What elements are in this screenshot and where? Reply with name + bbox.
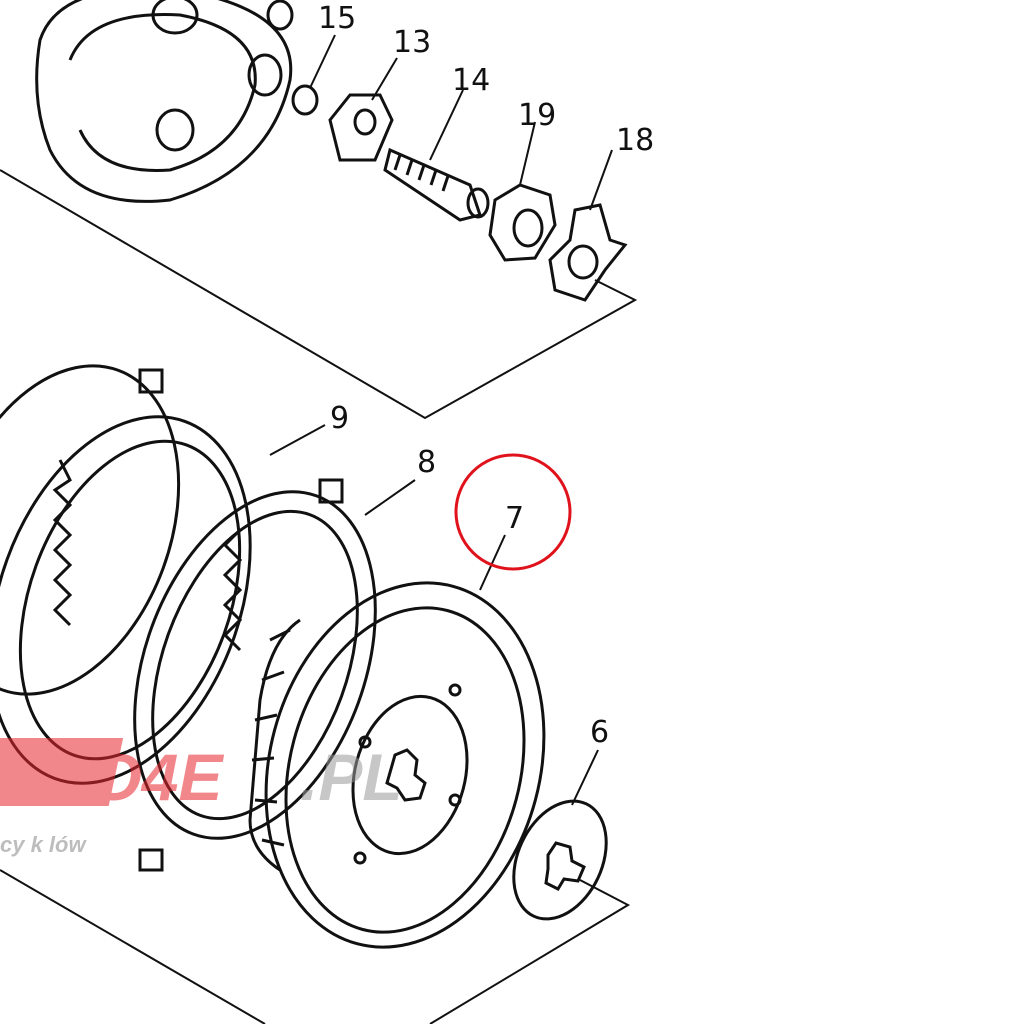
primary-driven-gear-part-7 [248, 581, 546, 949]
nut-part-13 [328, 93, 394, 162]
callout-8: 8 [417, 445, 436, 480]
callout-13: 13 [393, 25, 431, 60]
callout-19: 19 [518, 98, 556, 133]
adjusting-screw-part-14 [383, 147, 490, 222]
pressure-plate-part [35, 0, 294, 203]
callout-15: 15 [318, 1, 356, 36]
callout-18: 18 [616, 123, 654, 158]
highlight-circle [454, 453, 572, 571]
watermark: OTO4E .PL cy k lów [0, 738, 403, 857]
callout-7: 7 [505, 501, 524, 536]
watermark-main: OTO4E [0, 740, 225, 814]
callout-14: 14 [452, 63, 490, 98]
lock-washer-part-18 [548, 203, 628, 302]
clutch-plate-part-8 [133, 368, 377, 872]
callout-6: 6 [590, 715, 609, 750]
locknut-part-19 [488, 183, 557, 262]
watermark-tagline: cy k lów [0, 832, 87, 857]
lock-washer-part-6 [512, 799, 608, 921]
callout-9: 9 [330, 401, 349, 436]
washer-part-15 [291, 84, 319, 116]
watermark-suffix: .PL [300, 740, 403, 814]
